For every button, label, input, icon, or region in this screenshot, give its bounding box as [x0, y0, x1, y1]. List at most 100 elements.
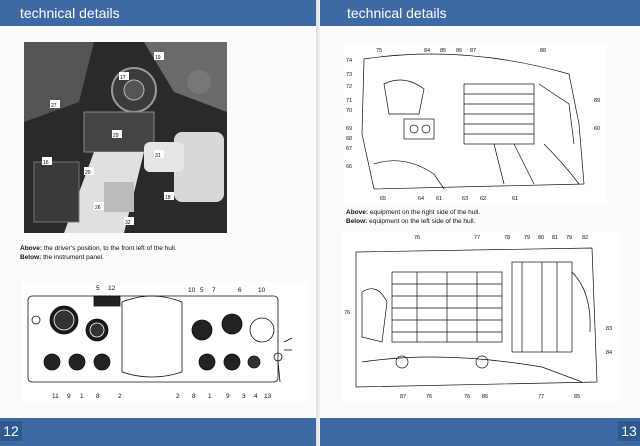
panel-label-bottom: 2: [118, 393, 122, 400]
panel-label-top: 7: [212, 287, 216, 294]
hull-label: 70: [346, 108, 352, 114]
hull-label: 73: [346, 72, 352, 78]
caption-above-label: Above:: [20, 245, 43, 252]
caption-below: Below: equipment on the left side of the…: [346, 217, 626, 226]
left-page-footer: [0, 418, 320, 446]
photo-label: 27: [51, 103, 57, 109]
caption-above-text: equipment on the right side of the hull.: [368, 209, 481, 216]
hull-label: 84: [606, 350, 612, 356]
hull-label: 65: [380, 196, 386, 202]
panel-label-bottom: 13: [264, 393, 272, 400]
instrument-panel-drawing: 5 12 10 5 7 6 10 11 9 1 8 2 2 8 1 9 3: [27, 285, 293, 400]
right-page: technical details: [320, 0, 640, 446]
caption-below-text: equipment on the left side of the hull.: [367, 218, 476, 225]
panel-label-bottom: 11: [52, 393, 59, 400]
caption-above-label: Above:: [346, 209, 369, 216]
hull-label: 76: [426, 394, 432, 400]
left-page: technical details 27 17: [0, 0, 320, 446]
hull-label: 77: [538, 394, 544, 400]
hull-label: 84: [424, 48, 430, 54]
right-page-number: 13: [618, 421, 640, 441]
caption-above: Above: equipment on the right side of th…: [346, 208, 626, 217]
panel-label-top: 5: [96, 285, 100, 292]
left-caption: Above: the driver's position, to the fro…: [20, 244, 300, 262]
panel-label-bottom: 9: [67, 393, 71, 400]
left-page-header: technical details: [0, 0, 320, 26]
hull-label: 85: [440, 48, 446, 54]
photo-label: 32: [125, 220, 131, 226]
hull-label: 79: [524, 235, 530, 241]
caption-below: Below: the instrument panel.: [20, 253, 300, 262]
instrument-panel-figure: 5 12 10 5 7 6 10 11 9 1 8 2 2 8 1 9 3: [22, 282, 308, 402]
hull-label: 79: [566, 235, 572, 241]
panel-label-bottom: 1: [80, 393, 84, 400]
panel-label-bottom: 8: [96, 393, 100, 400]
photo-label: 20: [85, 170, 91, 176]
panel-label-bottom: 2: [176, 393, 180, 400]
panel-label-top: 12: [108, 285, 116, 292]
caption-below-label: Below:: [20, 254, 42, 261]
hull-label: 61: [436, 196, 442, 202]
hull-label: 66: [346, 164, 352, 170]
hull-label: 86: [482, 394, 488, 400]
hull-label: 81: [552, 235, 558, 241]
hull-label: 61: [512, 196, 518, 202]
photo-label: 29: [113, 133, 119, 139]
right-caption: Above: equipment on the right side of th…: [346, 208, 626, 226]
photo-label: 16: [43, 160, 49, 166]
hull-label: 64: [418, 196, 424, 202]
hull-label: 87: [400, 394, 406, 400]
panel-label-bottom: 3: [242, 393, 246, 400]
hull-label: 88: [540, 48, 546, 54]
photo-label: 18: [165, 195, 171, 201]
hull-label: 74: [346, 58, 352, 64]
right-page-footer: [320, 418, 640, 446]
caption-above: Above: the driver's position, to the fro…: [20, 244, 300, 253]
photo-label: 31: [155, 153, 161, 159]
hull-label: 62: [480, 196, 486, 202]
panel-label-top: 5: [200, 287, 204, 294]
driver-position-illustration: 27 17 19 29 31 16 20 26 18: [24, 42, 227, 233]
hull-label: 75: [376, 48, 382, 54]
panel-label-bottom: 9: [226, 393, 230, 400]
hull-label: 63: [462, 196, 468, 202]
photo-label: 26: [95, 205, 101, 211]
panel-label-bottom: 1: [208, 393, 212, 400]
photo-label: 17: [120, 75, 126, 81]
right-hull-drawing: 75 84 85 86 87 88 74 73 72 71 70 69 68 6…: [346, 48, 600, 202]
hull-label: 86: [456, 48, 462, 54]
hull-label: 68: [346, 136, 352, 142]
hull-label: 76: [344, 310, 350, 316]
panel-label-top: 10: [188, 287, 196, 294]
hull-label: 82: [582, 235, 588, 241]
photo-label: 19: [155, 55, 161, 61]
hull-label: 83: [606, 326, 612, 332]
hull-label: 89: [594, 98, 600, 104]
hull-label: 72: [346, 84, 352, 90]
right-hull-equipment-figure: 75 84 85 86 87 88 74 73 72 71 70 69 68 6…: [344, 44, 606, 204]
left-hull-drawing: 76 77 78 79 80 81 79 82 76 83 84 87 76 7…: [344, 235, 612, 400]
panel-label-bottom: 4: [254, 393, 258, 400]
hull-label: 87: [470, 48, 476, 54]
hull-label: 80: [538, 235, 544, 241]
hull-label: 69: [346, 126, 352, 132]
left-hull-equipment-figure: 76 77 78 79 80 81 79 82 76 83 84 87 76 7…: [342, 232, 620, 402]
hull-label: 78: [504, 235, 510, 241]
panel-label-top: 10: [258, 287, 266, 294]
caption-below-label: Below:: [346, 218, 368, 225]
caption-below-text: the instrument panel.: [41, 254, 104, 261]
panel-label-bottom: 8: [192, 393, 196, 400]
hull-label: 76: [414, 235, 420, 241]
panel-label-top: 6: [238, 287, 242, 294]
left-page-number: 12: [0, 421, 22, 441]
caption-above-text: the driver's position, to the front left…: [42, 245, 177, 252]
hull-label: 76: [464, 394, 470, 400]
hull-label: 71: [346, 98, 352, 104]
right-page-header: technical details: [320, 0, 640, 26]
driver-position-photo: 27 17 19 29 31 16 20 26 18: [24, 42, 227, 233]
hull-label: 67: [346, 146, 352, 152]
hull-label: 60: [594, 126, 600, 132]
hull-label: 77: [474, 235, 480, 241]
hull-label: 85: [574, 394, 580, 400]
